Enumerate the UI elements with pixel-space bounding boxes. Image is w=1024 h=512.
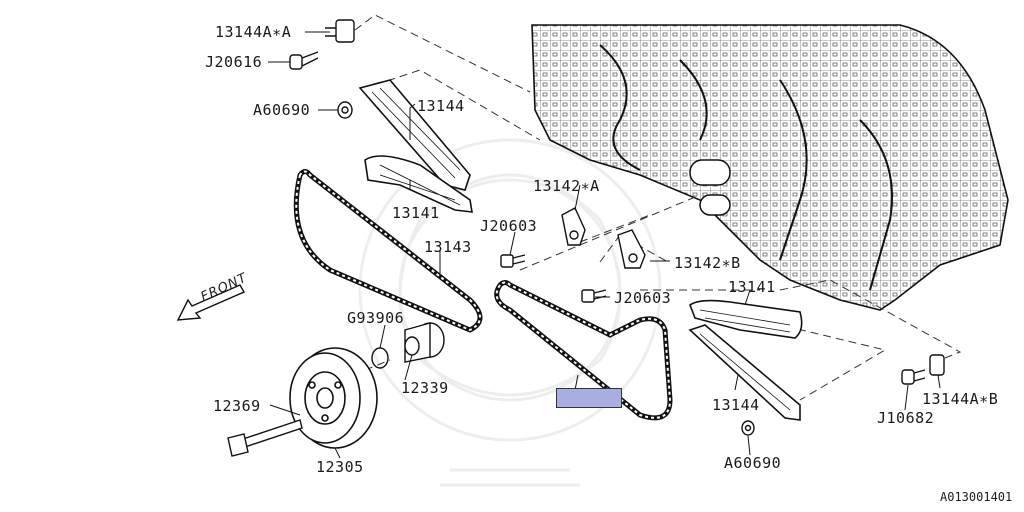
- label-13144A-B: 13144A∗B: [922, 390, 999, 408]
- pulley-12305: [289, 347, 378, 449]
- label-J20603-lower: J20603: [614, 289, 672, 307]
- sprocket-12339: [404, 322, 445, 363]
- figure-reference-code: A013001401: [940, 490, 1013, 504]
- label-A60690-top: A60690: [253, 101, 311, 119]
- tensioner-13144A-A: [325, 19, 355, 43]
- tensioner-13142-B: [617, 229, 646, 269]
- bolt-A60690-top: [337, 101, 353, 119]
- label-leaders: [268, 31, 941, 459]
- label-J20603-upper: J20603: [480, 217, 538, 235]
- label-13144A-A: 13144A∗A: [215, 23, 292, 41]
- tensioner-13142-A: [561, 207, 586, 246]
- label-12305: 12305: [316, 458, 364, 476]
- label-A60690-bottom: A60690: [724, 454, 782, 472]
- label-12339: 12339: [401, 379, 449, 397]
- label-G93906: G93906: [347, 309, 405, 327]
- label-13141-lower: 13141: [728, 278, 776, 296]
- label-13143: 13143: [424, 238, 472, 256]
- highlighted-part-box: [556, 388, 622, 408]
- label-13144-upper: 13144: [417, 97, 465, 115]
- bolt-12369: [227, 419, 303, 457]
- label-13144-lower: 13144: [712, 396, 760, 414]
- label-13142-A: 13142∗A: [533, 177, 600, 195]
- guide-13141-lower: [689, 299, 803, 339]
- cylinder-head: [531, 24, 1009, 311]
- label-J10682: J10682: [877, 409, 935, 427]
- bolt-J20603-lower: [581, 289, 607, 303]
- label-13142-B: 13142∗B: [674, 254, 741, 272]
- tensioner-13144A-B: [929, 354, 945, 376]
- label-13141-upper: 13141: [392, 204, 440, 222]
- label-J20616: J20616: [205, 53, 263, 71]
- bolt-A60690-bottom: [741, 420, 755, 436]
- bolt-J10682: [901, 369, 926, 385]
- front-arrow-icon: [176, 284, 245, 321]
- bolt-J20603-upper: [500, 254, 526, 268]
- label-12369: 12369: [213, 397, 261, 415]
- bolt-J20616: [289, 51, 319, 70]
